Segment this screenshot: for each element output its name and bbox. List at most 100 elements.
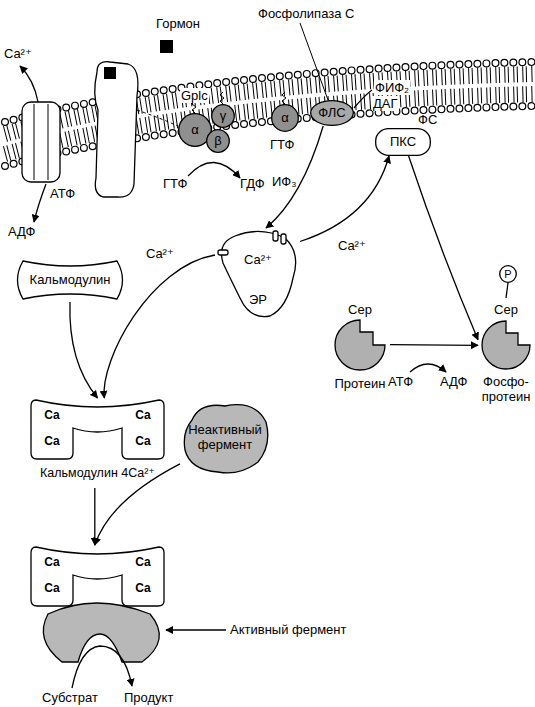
substrate-product-arrow — [72, 646, 132, 688]
lipid-anchor — [220, 92, 224, 104]
node-text: ФЛС — [310, 105, 354, 120]
edge-label: Ca²⁺ — [146, 246, 174, 261]
enzyme-ellipse — [311, 101, 354, 126]
text-label: Продукт — [124, 690, 173, 705]
atp-hydrolysis-arrow — [410, 364, 446, 372]
connector-arrow — [266, 126, 323, 228]
pump-channel-line — [48, 104, 49, 180]
protein-circle — [482, 321, 530, 369]
connector-arrow — [70, 302, 98, 398]
node-text: Протеин — [330, 376, 390, 391]
text-label: АДФ — [8, 224, 36, 239]
text-label: ДАГ — [372, 96, 399, 111]
complex-outline — [31, 547, 164, 606]
node-text: Ca — [125, 408, 161, 423]
text-label: АДФ — [440, 374, 468, 389]
subunit-circle — [272, 105, 299, 132]
node-text: β — [206, 133, 230, 148]
protein-circle — [335, 320, 385, 370]
node-outline — [30, 545, 165, 607]
text-label: Ca²⁺ — [4, 46, 32, 61]
enzyme-blob — [184, 405, 267, 473]
node-text: Гормон — [150, 16, 206, 31]
connector-arrow — [95, 464, 180, 545]
phosphate-circle — [500, 266, 517, 283]
calcium-channel — [218, 250, 228, 255]
node-text: ЭР — [233, 292, 283, 307]
g-gamma-subunit: γ — [211, 104, 235, 128]
lipid-heads — [5, 106, 535, 166]
bound-hormone — [104, 67, 116, 79]
node-text: Ca²⁺ — [233, 252, 283, 267]
protein-kinase-c: ПКС — [375, 128, 431, 156]
gtp-exchange-arrow — [188, 162, 240, 178]
node-text: Кальмодулин 4Ca²⁺ — [30, 466, 165, 481]
calmodulin-calcium-complex: CaCaCaCaКальмодулин 4Ca²⁺ — [30, 398, 165, 488]
node-text: Ca — [34, 434, 70, 449]
hormone-square — [160, 40, 173, 53]
phosphate-group: P — [499, 265, 517, 283]
connector-arrow — [300, 156, 389, 242]
phosphoprotein: СерФосфо- протеин — [478, 298, 534, 408]
receptor — [95, 62, 138, 197]
text-label: АТФ — [50, 186, 75, 201]
calcium-channel — [281, 234, 286, 244]
calcium-efflux-arrow — [20, 66, 38, 102]
node-text: Ca — [125, 434, 161, 449]
text-label: Фосфолипаза С — [258, 6, 354, 21]
node-text: Ca — [125, 555, 161, 570]
leader-line — [300, 23, 328, 100]
connector-arrow — [104, 255, 215, 398]
active-enzyme — [43, 603, 159, 662]
node-text: α — [178, 122, 212, 137]
node-text: Ca — [125, 581, 161, 596]
kinase-blob — [376, 129, 431, 156]
calmodulin: Кальмодулин — [15, 258, 125, 302]
text-label: ГТФ — [270, 137, 294, 152]
node-text: Неактивный фермент — [185, 422, 265, 452]
text-label: ФС — [418, 112, 437, 127]
text-label: ГДФ — [240, 176, 265, 191]
text-label: ГТФ — [163, 176, 187, 191]
g-alpha-subunit: α — [271, 104, 299, 132]
text-label: АТФ — [388, 374, 413, 389]
lipid-heads-fill — [5, 106, 535, 166]
inactive-enzyme: Неактивный фермент — [180, 400, 270, 475]
calcium-channel — [273, 231, 278, 241]
text-label: ФИФ₂ — [374, 80, 410, 95]
edge-label: ИФ₃ — [272, 174, 297, 189]
edge-label: Ca²⁺ — [338, 238, 366, 253]
calmodulin-calcium-complex: CaCaCaCa — [30, 545, 165, 607]
complex-outline — [31, 400, 164, 459]
calcium-pump — [22, 102, 60, 182]
callout-arrow — [166, 629, 226, 630]
pip2-cleavage-line — [354, 90, 372, 108]
text-label: Gplc — [180, 88, 209, 103]
node-text: Сер — [330, 302, 390, 317]
er-outline — [222, 231, 296, 316]
connector-arrow — [390, 344, 478, 346]
node-text: Ca — [34, 581, 70, 596]
node-text: Фосфо- протеин — [478, 374, 534, 404]
endoplasmic-reticulum: Ca²⁺ ЭР — [215, 228, 300, 318]
g-beta-subunit: β — [206, 129, 230, 153]
lipid-anchor — [282, 92, 286, 104]
lipid-heads — [5, 62, 535, 122]
subunit-circle — [207, 130, 230, 153]
node-text: α — [271, 110, 299, 125]
node-text: Ca — [34, 555, 70, 570]
text-label: Активный фермент — [230, 622, 346, 637]
connector-arrow — [409, 156, 478, 340]
node-text: ПКС — [375, 134, 431, 149]
node-text: γ — [211, 108, 235, 123]
hormone: Гормон — [150, 16, 206, 56]
node-text: Кальмодулин — [15, 272, 125, 287]
receptor-g-coupling — [137, 110, 178, 126]
atp-hydrolysis-arrow — [34, 184, 46, 222]
node-text: P — [499, 267, 517, 282]
node-text: Ca — [34, 408, 70, 423]
